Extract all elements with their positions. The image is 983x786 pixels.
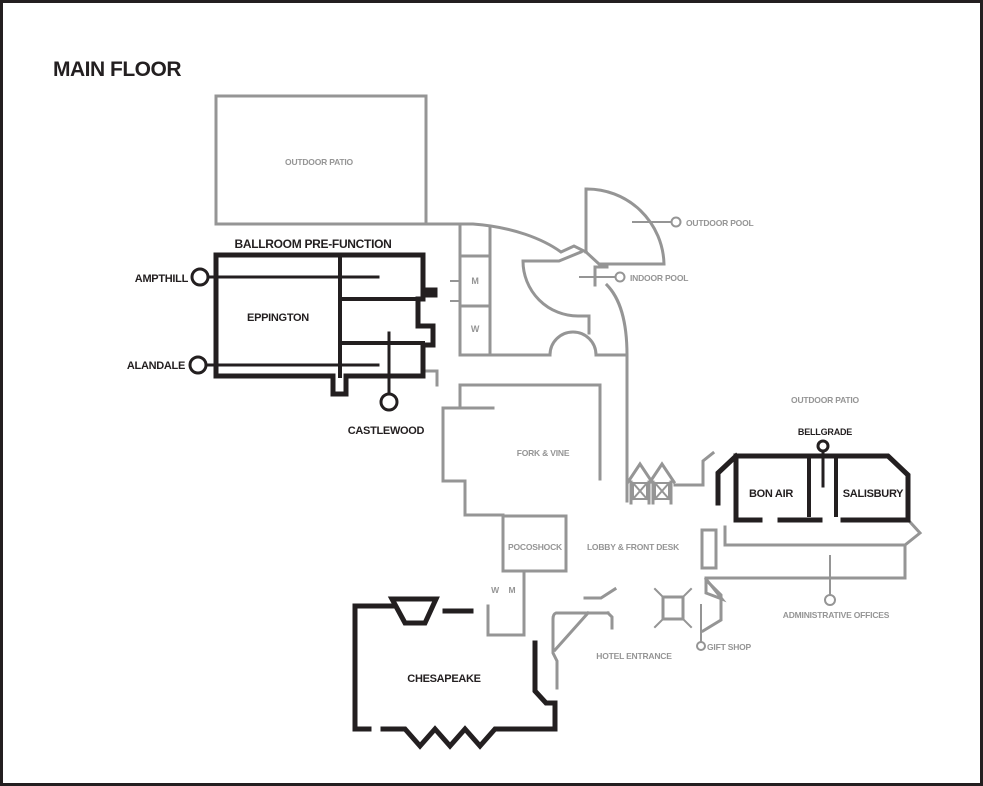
black-structures xyxy=(188,252,911,750)
outdoor-patio-top-outline xyxy=(214,94,428,226)
bonair-salisbury-outline xyxy=(733,453,911,523)
gift-shop-label: GIFT SHOP xyxy=(707,642,752,652)
outdoor-pool-fan xyxy=(583,187,666,266)
ballroom-corridor-bracket xyxy=(425,369,439,387)
hotel-entrance-canopy-right xyxy=(605,610,614,630)
hotel-entrance-diagonal xyxy=(552,610,591,653)
alandale-label: ALANDALE xyxy=(127,360,185,372)
indoor-pool-fan xyxy=(521,250,591,335)
lobby-front-desk-label: LOBBY & FRONT DESK xyxy=(587,542,680,552)
ampthill-marker xyxy=(190,267,210,287)
fork-and-vine-left-wall xyxy=(441,406,505,517)
indoor-pool-corner xyxy=(593,265,609,287)
indoor-pool-marker xyxy=(614,271,626,283)
floor-plan-canvas: MAIN FLOOR OUTDOOR PATIO BALLROOM PRE-FU… xyxy=(53,58,923,750)
chesapeake-stage xyxy=(387,596,440,626)
admin-offices-bottom-wall xyxy=(704,543,907,580)
outdoor-patio-right-label: OUTDOOR PATIO xyxy=(791,395,860,405)
chesapeake-bottom-zigzag-wall xyxy=(380,640,558,750)
pool-restroom-w-label: W xyxy=(471,324,480,334)
bellgrade-marker xyxy=(816,439,830,453)
outdoor-patio-top-label: OUTDOOR PATIO xyxy=(285,157,354,167)
bellgrade-label: BELLGRADE xyxy=(798,427,852,437)
hotel-entrance-canopy xyxy=(551,611,610,690)
bon-air-label: BON AIR xyxy=(749,488,793,500)
elevator-shaft xyxy=(700,528,718,570)
salisbury-label: SALISBURY xyxy=(843,488,904,500)
lobby-corridor-wall xyxy=(604,282,629,503)
vestibule-to-wing-wall xyxy=(701,450,716,487)
vestibule-door-icon-2 xyxy=(647,461,677,505)
pool-deck-curve xyxy=(424,222,589,255)
admin-offices-marker xyxy=(824,594,836,606)
outdoor-pool-marker xyxy=(670,216,682,228)
outdoor-pool-label: OUTDOOR POOL xyxy=(686,218,754,228)
chesapeake-label: CHESAPEAKE xyxy=(407,673,480,685)
pool-deck-arch xyxy=(548,330,598,357)
eppington-label: EPPINGTON xyxy=(247,312,309,324)
alandale-marker xyxy=(188,355,208,375)
gray-structures xyxy=(214,94,923,690)
lobby-restrooms-outline xyxy=(486,604,526,637)
gift-shop-marker xyxy=(696,641,706,651)
lobby-restroom-w-label: W xyxy=(491,585,500,595)
ballroom-outline xyxy=(213,252,438,397)
admin-offices-top-wall xyxy=(723,519,923,547)
castlewood-marker xyxy=(379,392,399,412)
castlewood-label: CASTLEWOOD xyxy=(348,425,425,437)
ampthill-label: AMPTHILL xyxy=(135,273,189,285)
pocoshock-label: POCOSHOCK xyxy=(508,542,563,552)
hotel-entrance-label: HOTEL ENTRANCE xyxy=(596,651,672,661)
vestibule-door-icon-1 xyxy=(625,461,655,505)
admin-offices-corner-flag xyxy=(703,576,727,603)
pool-restroom-m-label: M xyxy=(471,276,478,286)
entrance-bench xyxy=(583,586,618,600)
revolving-door-icon xyxy=(653,587,693,629)
pocoshock-outline xyxy=(501,514,568,573)
labels: MAIN FLOOR OUTDOOR PATIO BALLROOM PRE-FU… xyxy=(53,58,904,685)
bonair-left-wing xyxy=(715,452,740,506)
fork-and-vine-outline xyxy=(458,383,602,481)
indoor-pool-label: INDOOR POOL xyxy=(630,273,688,283)
page-title: MAIN FLOOR xyxy=(53,58,181,81)
fork-and-vine-label: FORK & VINE xyxy=(517,448,570,458)
ballroom-pre-function-label: BALLROOM PRE-FUNCTION xyxy=(234,237,391,251)
administrative-offices-label: ADMINISTRATIVE OFFICES xyxy=(783,610,890,620)
lobby-restroom-m-label: M xyxy=(509,585,516,595)
chesapeake-left-wall xyxy=(352,603,395,732)
